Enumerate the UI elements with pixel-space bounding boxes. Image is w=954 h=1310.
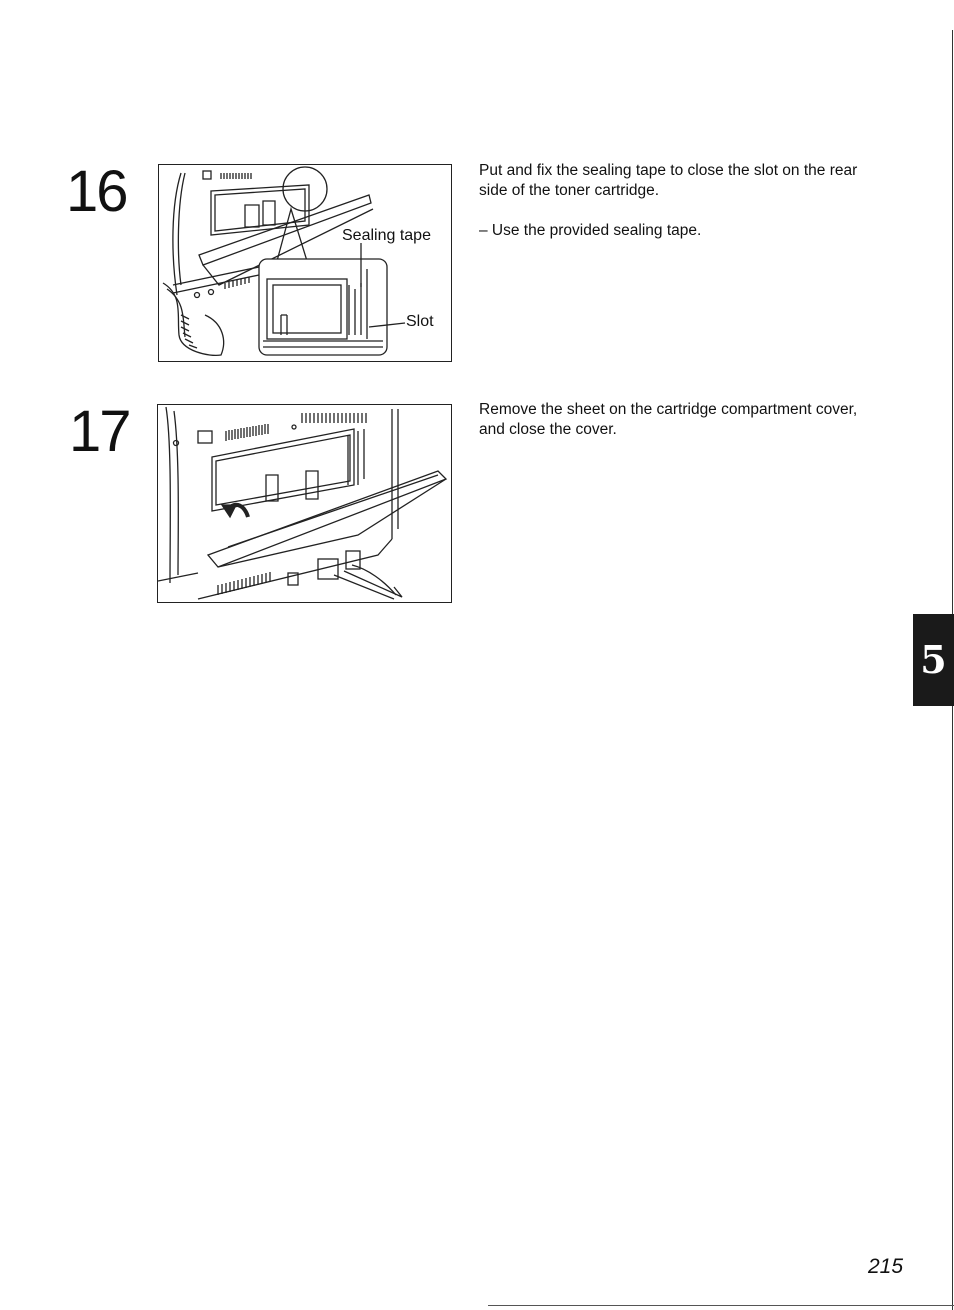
slot-callout: Slot xyxy=(406,313,434,330)
close-cover-illustration xyxy=(157,404,452,603)
step-17-instructions: Remove the sheet on the cartridge compar… xyxy=(479,400,869,440)
chapter-tab: 5 xyxy=(913,614,954,706)
step-16-note: – Use the provided sealing tape. xyxy=(479,222,702,239)
step-16-paragraph: Put and fix the sealing tape to close th… xyxy=(479,162,858,199)
footer-rule xyxy=(488,1305,954,1306)
sealing-tape-illustration: Sealing tape Slot xyxy=(158,164,452,362)
sealing-tape-callout: Sealing tape xyxy=(342,227,431,244)
printer-rear-drawing xyxy=(162,166,406,357)
step-17-number: 17 xyxy=(69,399,131,464)
step-17-paragraph: Remove the sheet on the cartridge compar… xyxy=(479,401,858,438)
step-16-number: 16 xyxy=(66,159,128,224)
printer-cover-drawing xyxy=(158,406,448,600)
page-number: 215 xyxy=(868,1255,904,1278)
step-16-instructions: Put and fix the sealing tape to close th… xyxy=(479,161,869,241)
